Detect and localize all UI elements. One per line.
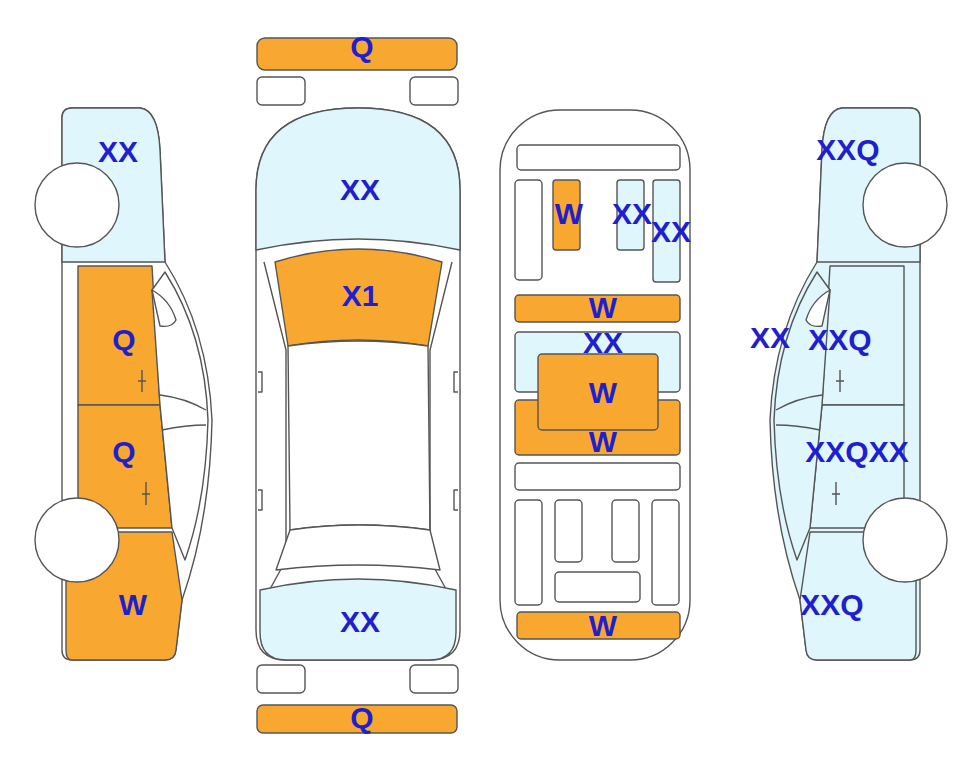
- damage-panel: W: [554, 198, 584, 230]
- damage-code: W: [589, 610, 617, 642]
- damage-panel: XX: [339, 606, 381, 638]
- damage-panel: XX: [749, 322, 791, 354]
- damage-panel: Q: [111, 324, 136, 356]
- damage-panel: W: [588, 610, 618, 642]
- damage-panel: XX: [339, 174, 381, 206]
- damage-code: XXQ: [808, 324, 871, 356]
- damage-code: XX: [583, 327, 623, 359]
- right-side-view: [770, 108, 947, 660]
- damage-panel: XX: [582, 327, 624, 359]
- top-view: [256, 38, 460, 733]
- damage-panel: W: [588, 292, 618, 324]
- damage-panel: Q: [349, 31, 374, 63]
- damage-panel: XXQ: [807, 324, 872, 356]
- damage-code: X1: [342, 280, 379, 312]
- damage-code: W: [119, 589, 147, 621]
- damage-code: XX: [340, 174, 380, 206]
- interior-view: [500, 110, 690, 660]
- damage-code: XX: [651, 216, 691, 248]
- damage-panel: XXQ: [799, 589, 864, 621]
- damage-code: XXQ: [800, 589, 863, 621]
- damage-panel: Q: [111, 436, 136, 468]
- damage-panel: XX: [650, 216, 692, 248]
- damage-panel: W: [588, 426, 618, 458]
- damage-code: XX: [98, 136, 138, 168]
- damage-code: XX: [750, 322, 790, 354]
- damage-code: XXQ: [816, 134, 879, 166]
- damage-code: XXQ: [805, 436, 868, 468]
- damage-code: W: [589, 292, 617, 324]
- damage-code: W: [555, 198, 583, 230]
- damage-code: W: [589, 377, 617, 409]
- damage-panel: XX: [97, 136, 139, 168]
- damage-panel: W: [118, 589, 148, 621]
- damage-code: Q: [350, 702, 373, 734]
- damage-panel: W: [588, 377, 618, 409]
- damage-code: Q: [112, 436, 135, 468]
- damage-code: Q: [112, 324, 135, 356]
- damage-panel: XXQXX: [804, 436, 909, 468]
- damage-panel: Q: [349, 702, 374, 734]
- damage-code: XX: [340, 606, 380, 638]
- damage-panel: X1: [341, 280, 380, 312]
- damage-code: XX: [869, 436, 909, 468]
- damage-code: Q: [350, 31, 373, 63]
- damage-panel: XX: [611, 198, 653, 230]
- damage-panel: XXQ: [815, 134, 880, 166]
- damage-code: W: [589, 426, 617, 458]
- damage-code: XX: [612, 198, 652, 230]
- left-side-view: [35, 108, 212, 660]
